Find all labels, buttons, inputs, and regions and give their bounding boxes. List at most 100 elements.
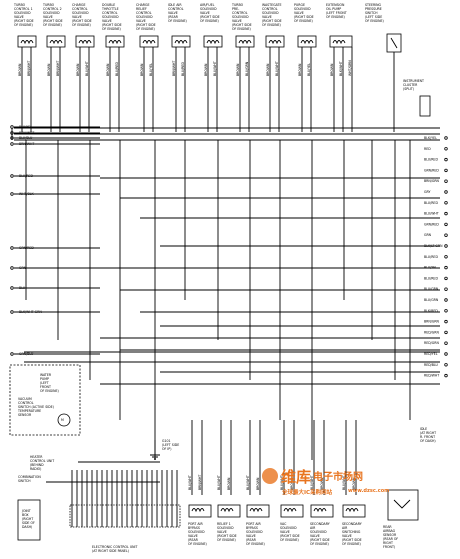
terminal-dot	[444, 201, 448, 205]
pin-label: BRN/WHT	[56, 61, 60, 76]
terminal-dot	[444, 363, 448, 367]
terminal-dot	[444, 352, 448, 356]
component-label: CONTROL	[102, 11, 118, 15]
right-wire-label: GRN/RED	[424, 168, 439, 172]
terminal-dot	[10, 142, 14, 146]
component-label: OF ENGINE)	[102, 27, 121, 31]
coil-symbol	[283, 508, 297, 513]
terminal-dot	[444, 136, 448, 140]
component-label: VALVE	[294, 11, 304, 15]
component-label: BYPASS	[246, 526, 258, 530]
right-wire-label: BLK/LT GRN	[424, 244, 443, 248]
sensor-label: RIGHT	[383, 541, 393, 545]
component-label: (LEFT SIDE	[365, 15, 382, 19]
combination-label: COMBINATION	[18, 475, 41, 479]
component-label: VALVE	[200, 11, 210, 15]
terminal-dot	[10, 131, 14, 135]
component-label: OF ENGINE)	[326, 15, 345, 19]
component-label: CONTROL	[72, 7, 88, 11]
heater-label: (BEHIND	[30, 463, 44, 467]
terminal-dot	[10, 310, 14, 314]
component-label: VALVE	[262, 15, 272, 19]
right-wire-labels: BLK/YELREDBLU/REDGRN/REDBRN/GRNGRYBLU/RE…	[424, 136, 448, 378]
coil-symbol	[220, 508, 234, 513]
component-label: VALVE	[136, 19, 146, 23]
pin-label: BRN/WHT	[27, 61, 31, 76]
component-label: VALVE	[280, 530, 290, 534]
pin-label: BLK/WHT	[339, 61, 343, 76]
component-label: SOLENOID	[136, 15, 153, 19]
heater-label: RADIO)	[30, 467, 41, 471]
component-label: SOLENOID	[102, 15, 119, 19]
coil-symbol	[20, 40, 34, 45]
component-label: AIR/FUEL	[200, 3, 215, 7]
coil-symbol	[49, 40, 63, 45]
component-label: (RIGHT SIDE	[217, 534, 237, 538]
component-label: DOUBLE	[102, 3, 115, 7]
right-wire-label: GRN/RED	[424, 222, 439, 226]
component-label: SOLENOID	[217, 526, 234, 530]
coil-symbol	[78, 40, 92, 45]
component-label: (RIGHT SIDE	[200, 15, 220, 19]
terminal-dot	[444, 211, 448, 216]
component-label: VAC	[280, 522, 287, 526]
terminal-dot	[10, 352, 14, 356]
component-label: (RIGHT SIDE	[294, 15, 314, 19]
component-label: SOLENOID	[188, 530, 205, 534]
pin-label: BLU/RED	[115, 62, 119, 76]
coil-symbol	[142, 40, 156, 45]
component-label: (RIGHT SIDE	[310, 538, 330, 542]
coil-symbol	[108, 40, 122, 45]
component-label: AIR	[342, 526, 348, 530]
joint-box-body	[17, 499, 41, 541]
idle-label: OF DASH)	[420, 439, 436, 443]
component-label: (RIGHT SIDE	[262, 19, 282, 23]
terminal-dot	[444, 222, 448, 227]
vacuum-label: CONTROL	[18, 401, 34, 405]
component-label: VALVE	[188, 534, 198, 538]
vacuum-label: SENSOR	[18, 413, 32, 417]
joint-box-label: JOINT	[21, 509, 31, 513]
unit-dashed-outline	[9, 364, 81, 436]
component-label: VALVE	[43, 15, 53, 19]
right-wire-label: BLU/WHT	[424, 212, 439, 216]
pin-label: BLU/GRN	[245, 61, 249, 76]
joint-box-label: BOX	[22, 513, 29, 517]
component-body	[171, 35, 191, 48]
coil-symbol	[174, 40, 188, 45]
component-label: WASTEGATE	[262, 3, 282, 7]
right-wire-label: GRY	[424, 190, 430, 194]
right-wire-label: BLK/YEL	[424, 136, 437, 140]
relay-contact	[393, 499, 411, 509]
idle-label: IDLE	[420, 427, 427, 431]
unit-label: WATER	[40, 373, 52, 377]
component-label: SOLENOID	[232, 15, 249, 19]
component-label: OF ENGINE)	[365, 19, 384, 23]
pin-label: BROWN	[256, 477, 260, 490]
terminal-dot	[444, 265, 448, 270]
heater-label: CONTROL UNIT	[30, 459, 54, 463]
joint-box-label: (RIGHT	[22, 517, 33, 521]
unit-label: PUMP	[40, 377, 49, 381]
component-label: VALVE	[232, 19, 242, 23]
component-label: (RIGHT SIDE	[136, 23, 156, 27]
ground-symbol	[150, 454, 160, 460]
component-body	[310, 504, 334, 518]
top-component: DOUBLETHROTTLECONTROLSOLENOIDVALVE(RIGHT…	[101, 3, 125, 132]
terminal-dot	[10, 125, 14, 129]
ground-label: G101	[162, 439, 171, 443]
coil-symbol	[332, 40, 346, 45]
unit-label: OF ENGINE)	[40, 389, 59, 393]
component-label: TURBO	[13, 3, 26, 7]
component-label: RELIEF	[136, 7, 147, 11]
component-body	[235, 35, 255, 48]
pin-label: BROWN	[298, 63, 302, 76]
pin-label: BROWN	[106, 63, 110, 76]
